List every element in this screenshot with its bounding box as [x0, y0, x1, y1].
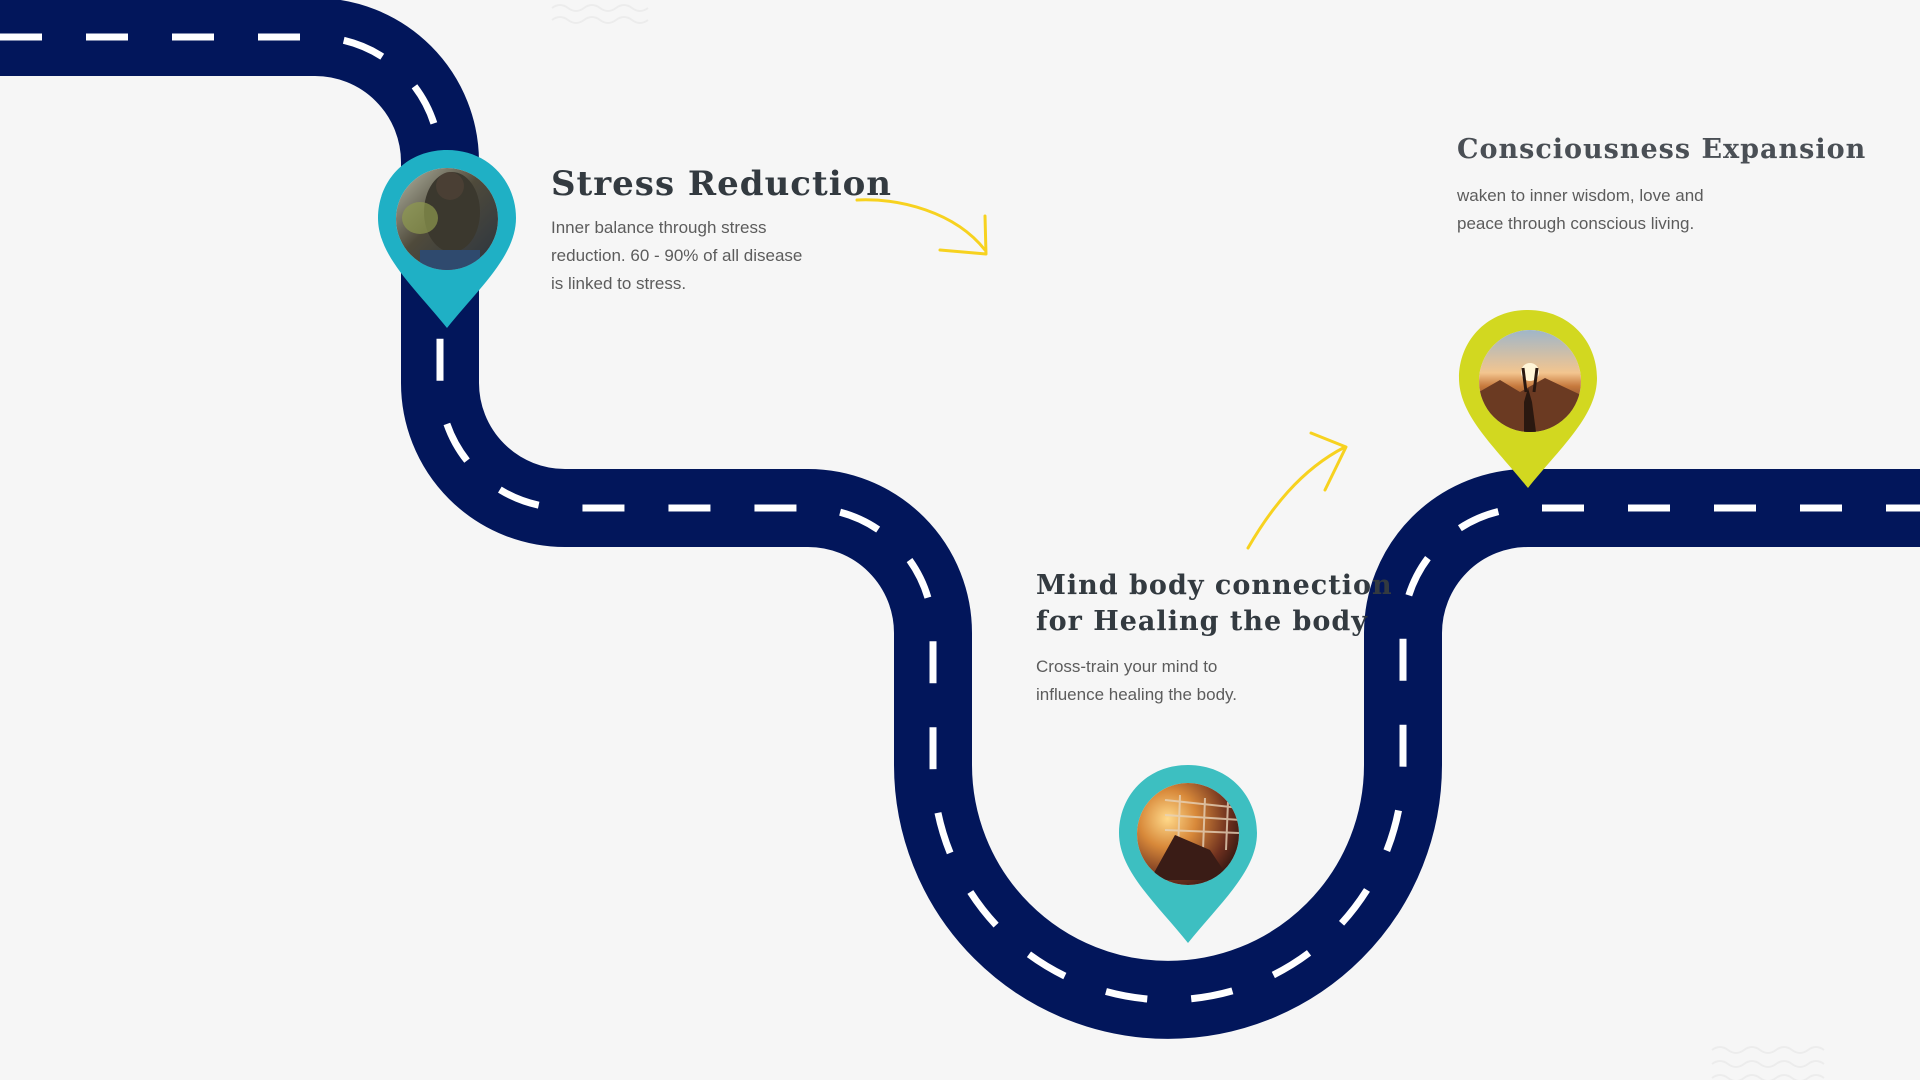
- map-pin-icon[interactable]: [1459, 310, 1597, 488]
- milestone-title-stress-reduction: Stress Reduction: [551, 164, 893, 204]
- curved-arrow-icon: [855, 198, 988, 256]
- description-line: reduction. 60 - 90% of all disease: [551, 246, 803, 265]
- stress-photo: [396, 168, 498, 270]
- title-line: for Healing the body: [1036, 606, 1368, 637]
- description-line: Cross-train your mind to: [1036, 657, 1218, 676]
- milestone-title-consciousness-expansion: Consciousness Expansion: [1457, 134, 1867, 165]
- consciousness-photo: [1479, 330, 1581, 432]
- road-icon: [0, 0, 1920, 1039]
- decorative-wave-pattern-bottom: [1711, 1046, 1825, 1080]
- description-line: peace through conscious living.: [1457, 214, 1695, 233]
- map-pin-icon[interactable]: [1119, 765, 1257, 943]
- road-center-dashes: [0, 33, 1920, 1004]
- map-pin-icon[interactable]: [378, 150, 516, 328]
- description-line: influence healing the body.: [1036, 685, 1238, 704]
- mind-body-photo: [1137, 783, 1239, 885]
- milestone-title-mind-body: Mind body connection for Healing the bod…: [1036, 568, 1393, 640]
- description-line: waken to inner wisdom, love and: [1457, 186, 1704, 205]
- description-line: Inner balance through stress: [551, 218, 767, 237]
- milestone-description-consciousness-expansion: waken to inner wisdom, love and peace th…: [1457, 182, 1704, 238]
- description-line: is linked to stress.: [551, 274, 687, 293]
- curved-arrow-icon: [1246, 431, 1348, 550]
- milestone-description-stress-reduction: Inner balance through stress reduction. …: [551, 214, 802, 298]
- decorative-wave-pattern-top: [551, 4, 649, 24]
- title-line: Mind body connection: [1036, 570, 1393, 601]
- milestone-description-mind-body: Cross-train your mind to influence heali…: [1036, 653, 1237, 709]
